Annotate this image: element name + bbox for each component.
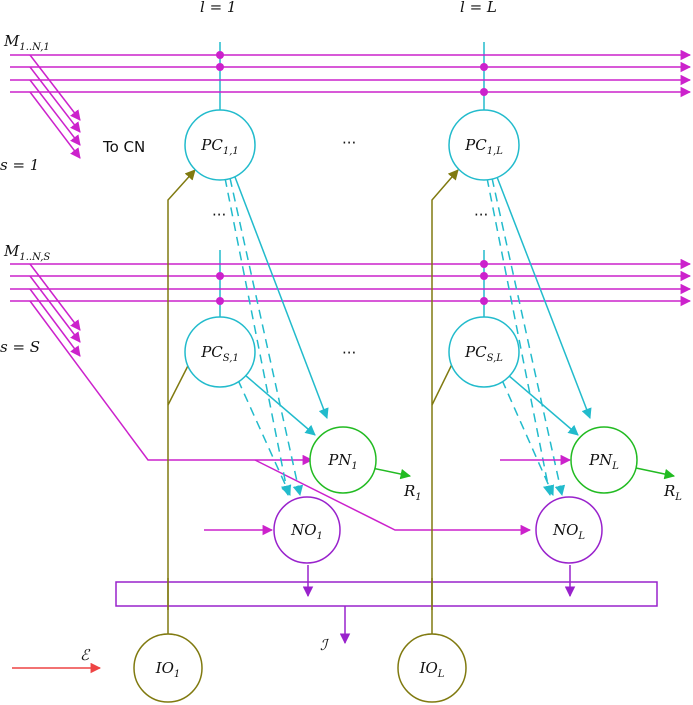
svg-text:PC1,L: PC1,L: [464, 136, 503, 157]
io-bus-box: [115, 581, 658, 607]
svg-text:NO1: NO1: [290, 521, 323, 542]
extra-inputs: [204, 454, 572, 536]
node-no-L: NOL: [535, 496, 603, 564]
purkinje-input-stubs: [219, 42, 485, 320]
to-cn-label: To CN: [102, 138, 145, 156]
svg-text:PCS,L: PCS,L: [464, 343, 503, 364]
purkinje-outputs: [224, 176, 592, 497]
svg-text:IOL: IOL: [419, 659, 445, 680]
ellipsis-row-1: ···: [342, 134, 356, 152]
node-pc-S-1: PCS,1: [184, 316, 256, 388]
svg-text:IO1: IO1: [155, 659, 181, 680]
svg-text:PCS,1: PCS,1: [200, 343, 239, 364]
output-label-rL: RL: [663, 482, 682, 503]
node-io-L: IOL: [397, 633, 467, 703]
synapse-dots: [216, 51, 488, 305]
error-label: ℰ: [80, 646, 91, 664]
column-label-last: l = L: [460, 0, 497, 16]
node-pn-L: PNL: [570, 426, 638, 494]
climbing-fibers-over-bus: [167, 578, 433, 610]
io-bus-label: ℐ: [320, 636, 330, 654]
stage-label-last: s = S: [0, 338, 40, 356]
ellipsis-col-L: ···: [474, 206, 488, 224]
mossy-label-stage-1: M1..N,1: [3, 32, 50, 53]
column-label-first: l = 1: [200, 0, 236, 16]
mossy-fibers-stage-1: [10, 49, 692, 159]
node-pc-S-L: PCS,L: [448, 316, 520, 388]
node-pc-1-1: PC1,1: [184, 109, 256, 181]
climbing-fibers: [167, 169, 459, 635]
svg-text:PNL: PNL: [588, 451, 619, 472]
pn-outputs: [371, 467, 676, 480]
node-io-1: IO1: [133, 633, 203, 703]
node-pc-1-L: PC1,L: [448, 109, 520, 181]
ellipsis-row-S: ···: [342, 344, 356, 362]
mossy-label-stage-S: M1..N,S: [3, 242, 50, 263]
svg-text:NOL: NOL: [552, 521, 585, 542]
mossy-fibers-stage-S: [10, 258, 692, 536]
output-label-r1: R1: [403, 482, 422, 503]
svg-text:PC1,1: PC1,1: [200, 136, 238, 157]
node-no-1: NO1: [273, 496, 341, 564]
node-pn-1: PN1: [309, 426, 377, 494]
no-outputs: [302, 565, 576, 645]
ellipsis-col-1: ···: [212, 206, 226, 224]
svg-text:PN1: PN1: [327, 451, 358, 472]
stage-label-first: s = 1: [0, 156, 39, 174]
